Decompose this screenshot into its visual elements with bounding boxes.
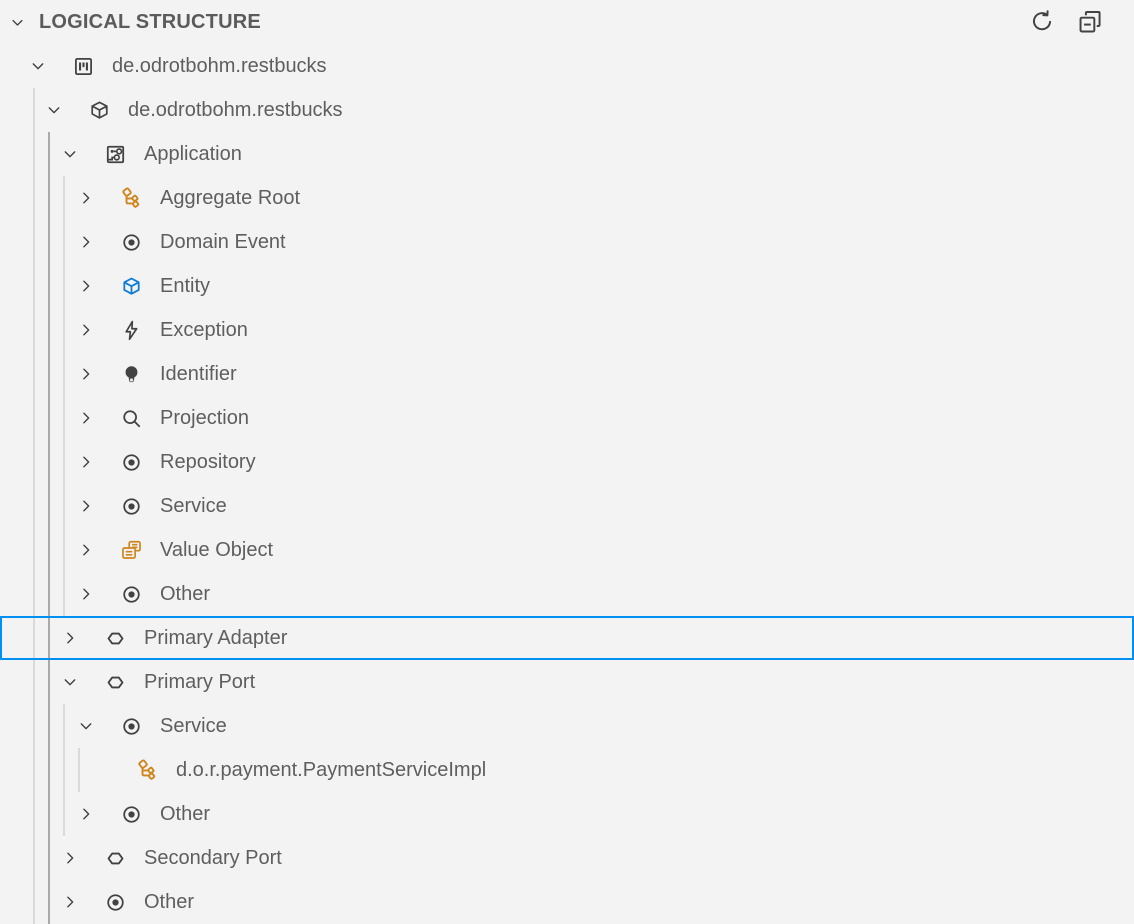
tree-item[interactable]: d.o.r.payment.PaymentServiceImpl — [0, 748, 1134, 792]
entity-icon — [118, 273, 144, 299]
record-icon — [118, 713, 144, 739]
item-label: Entity — [160, 274, 211, 297]
item-label: Primary Adapter — [144, 626, 288, 649]
chevron-right-icon[interactable] — [77, 365, 95, 383]
zap-icon — [118, 317, 144, 343]
hexagon-icon — [102, 845, 128, 871]
tree-item[interactable]: Identifier — [0, 352, 1134, 396]
tree-item[interactable]: Exception — [0, 308, 1134, 352]
item-label: Secondary Port — [144, 846, 282, 869]
item-label: d.o.r.payment.PaymentServiceImpl — [176, 758, 487, 781]
tree-item[interactable]: de.odrotbohm.restbucks — [0, 88, 1134, 132]
chevron-down-icon[interactable] — [45, 101, 63, 119]
chevron-right-icon[interactable] — [77, 805, 95, 823]
package-icon — [86, 97, 112, 123]
chevron-right-icon[interactable] — [61, 893, 79, 911]
tree-item[interactable]: Entity — [0, 264, 1134, 308]
tree-item[interactable]: Secondary Port — [0, 836, 1134, 880]
record-icon — [118, 229, 144, 255]
indent-guide — [33, 88, 35, 924]
item-label: Repository — [160, 450, 256, 473]
aggregate-root-icon — [118, 185, 144, 211]
item-label: Domain Event — [160, 230, 286, 253]
indent-guide — [63, 704, 65, 836]
tree: de.odrotbohm.restbucks de.odrotbohm.rest… — [0, 44, 1134, 924]
chevron-right-icon[interactable] — [77, 453, 95, 471]
chevron-right-icon[interactable] — [77, 541, 95, 559]
panel-title: LOGICAL STRUCTURE — [39, 10, 261, 33]
item-label: Other — [144, 890, 195, 913]
chevron-right-icon[interactable] — [77, 233, 95, 251]
record-icon — [118, 493, 144, 519]
chevron-down-icon[interactable] — [61, 145, 79, 163]
record-icon — [118, 581, 144, 607]
record-icon — [118, 801, 144, 827]
project-icon — [70, 53, 96, 79]
chevron-down-icon[interactable] — [9, 14, 26, 31]
chevron-right-icon[interactable] — [77, 409, 95, 427]
item-label: Other — [160, 802, 211, 825]
tree-item[interactable]: Other — [0, 572, 1134, 616]
tree-item[interactable]: Service — [0, 484, 1134, 528]
chevron-right-icon[interactable] — [77, 497, 95, 515]
item-label: Value Object — [160, 538, 274, 561]
value-object-icon — [118, 537, 144, 563]
collapse-all-icon[interactable] — [1076, 8, 1104, 36]
lightbulb-icon — [118, 361, 144, 387]
item-label: Application — [144, 142, 242, 165]
chevron-down-icon[interactable] — [77, 717, 95, 735]
search-icon — [118, 405, 144, 431]
chevron-down-icon[interactable] — [61, 673, 79, 691]
item-label: Aggregate Root — [160, 186, 301, 209]
tree-item[interactable]: Domain Event — [0, 220, 1134, 264]
item-label: de.odrotbohm.restbucks — [112, 54, 327, 77]
panel-toolbar — [1028, 8, 1104, 36]
indent-guide — [63, 176, 65, 616]
chevron-down-icon[interactable] — [29, 57, 47, 75]
aggregate-root-icon — [134, 757, 160, 783]
tree-item[interactable]: Service — [0, 704, 1134, 748]
tree-item[interactable]: Projection — [0, 396, 1134, 440]
chevron-right-icon[interactable] — [77, 585, 95, 603]
item-label: Primary Port — [144, 670, 256, 693]
tree-item[interactable]: Aggregate Root — [0, 176, 1134, 220]
item-label: Other — [160, 582, 211, 605]
item-label: Service — [160, 494, 227, 517]
chevron-right-icon[interactable] — [77, 321, 95, 339]
panel-header[interactable]: LOGICAL STRUCTURE — [0, 0, 1134, 44]
refresh-icon[interactable] — [1028, 8, 1056, 36]
tree-item[interactable]: de.odrotbohm.restbucks — [0, 44, 1134, 88]
item-label: Service — [160, 714, 227, 737]
twistie-spacer — [93, 761, 111, 779]
tree-item[interactable]: Repository — [0, 440, 1134, 484]
item-label: Projection — [160, 406, 249, 429]
item-label: Identifier — [160, 362, 237, 385]
indent-guide — [48, 132, 50, 924]
tree-item[interactable]: Other — [0, 880, 1134, 924]
record-icon — [118, 449, 144, 475]
hexagon-icon — [102, 625, 128, 651]
application-icon — [102, 141, 128, 167]
indent-guide — [78, 748, 80, 792]
chevron-right-icon[interactable] — [61, 629, 79, 647]
item-label: Exception — [160, 318, 248, 341]
hexagon-icon — [102, 669, 128, 695]
tree-item[interactable]: Other — [0, 792, 1134, 836]
chevron-right-icon[interactable] — [61, 849, 79, 867]
record-icon — [102, 889, 128, 915]
chevron-right-icon[interactable] — [77, 277, 95, 295]
tree-item[interactable]: Primary Adapter — [0, 616, 1134, 660]
chevron-right-icon[interactable] — [77, 189, 95, 207]
item-label: de.odrotbohm.restbucks — [128, 98, 343, 121]
tree-item[interactable]: Primary Port — [0, 660, 1134, 704]
tree-item[interactable]: Application — [0, 132, 1134, 176]
tree-item[interactable]: Value Object — [0, 528, 1134, 572]
